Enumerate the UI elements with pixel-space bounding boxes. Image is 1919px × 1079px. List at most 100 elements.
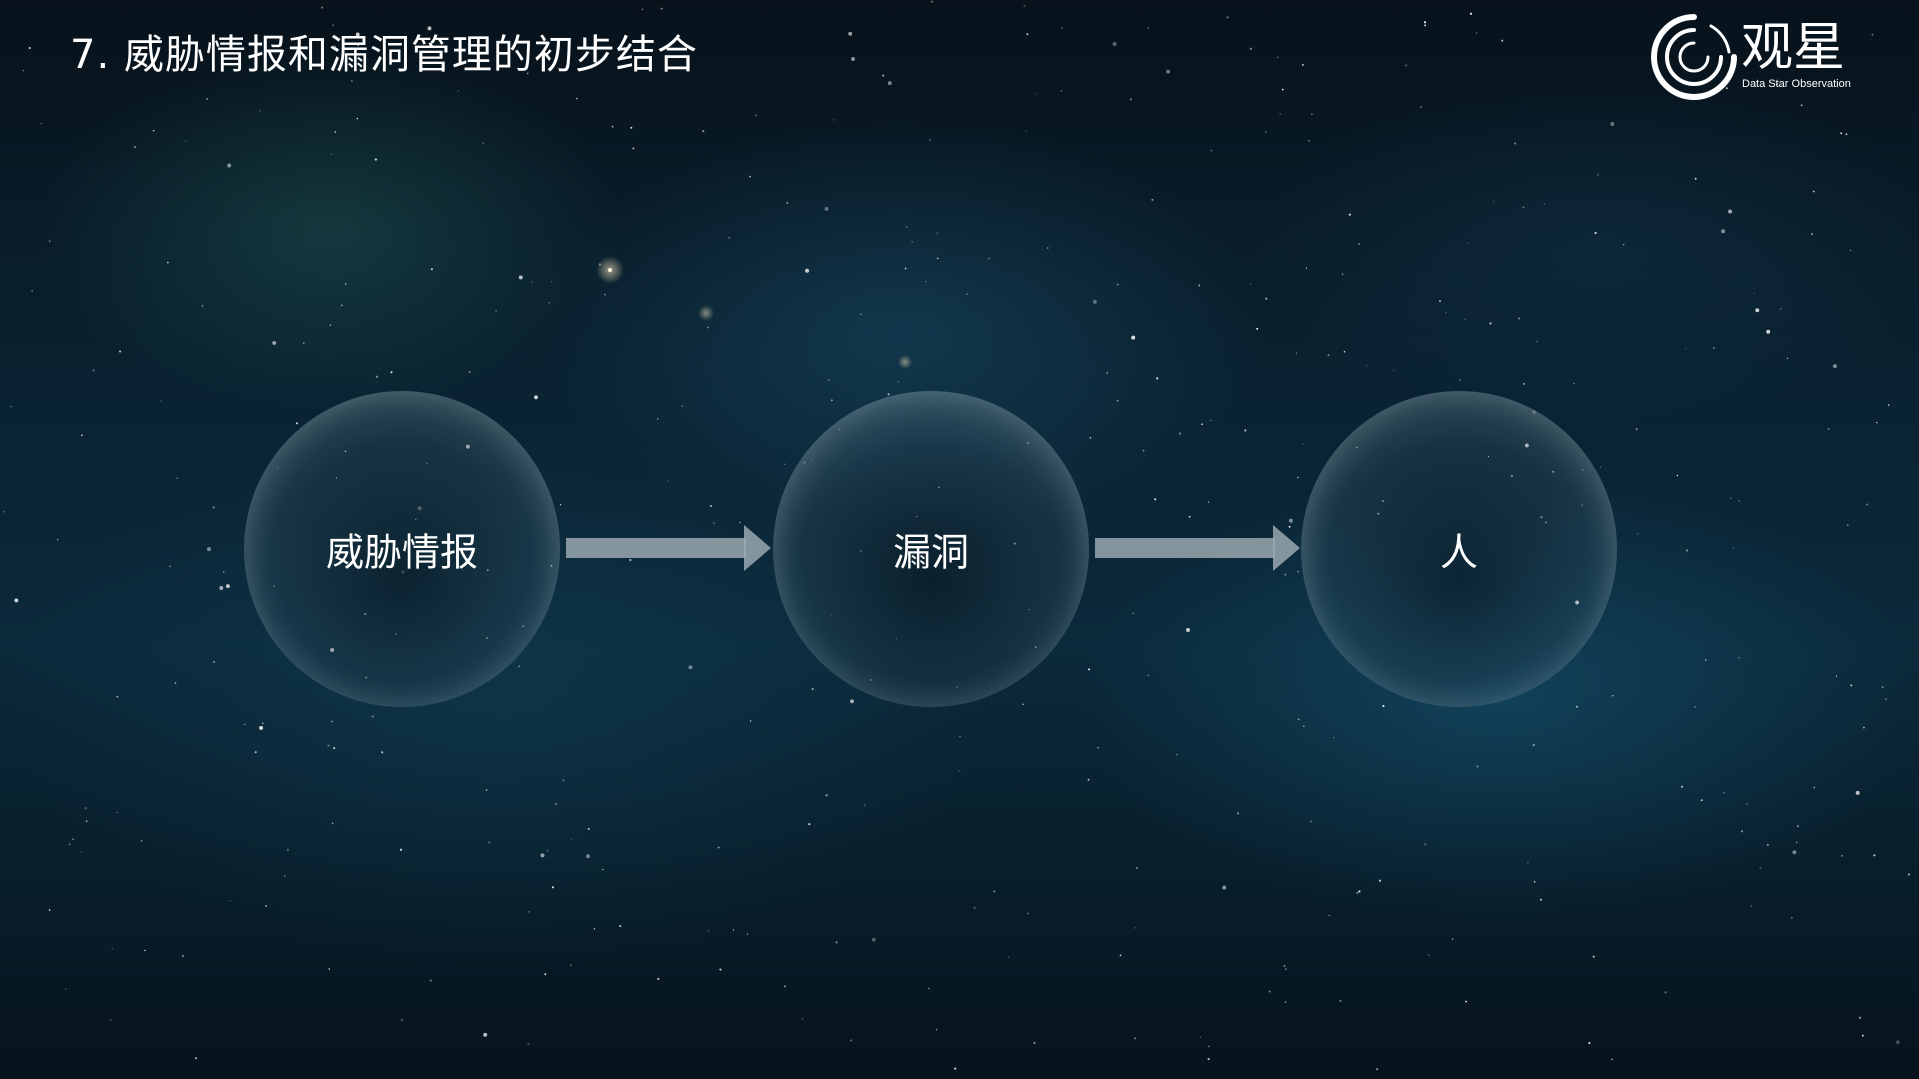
star: [1156, 377, 1159, 380]
star: [399, 848, 403, 851]
star: [1198, 284, 1201, 287]
star: [707, 930, 710, 932]
star: [259, 109, 261, 112]
star: [958, 770, 960, 772]
star: [1439, 300, 1441, 303]
star: [1469, 12, 1473, 15]
star: [14, 598, 19, 603]
star: [330, 720, 333, 723]
star: [1376, 1068, 1379, 1071]
star: [1327, 354, 1330, 357]
star: [1119, 954, 1122, 957]
star: [1527, 861, 1529, 864]
star: [144, 949, 146, 952]
star: [882, 74, 885, 77]
star: [381, 751, 384, 754]
star: [1465, 1000, 1468, 1003]
star: [1517, 317, 1521, 320]
star: [681, 405, 684, 407]
star: [1800, 104, 1803, 107]
star: [56, 538, 59, 541]
star: [1116, 399, 1119, 402]
star: [1288, 525, 1291, 528]
star: [630, 126, 633, 129]
star: [710, 504, 712, 507]
star: [887, 81, 892, 86]
star: [1358, 243, 1360, 245]
star: [1007, 956, 1010, 959]
star: [1333, 736, 1335, 739]
star: [935, 1028, 938, 1031]
star: [833, 119, 835, 121]
star: [688, 665, 693, 670]
star: [755, 114, 757, 117]
star: [801, 1017, 804, 1020]
star: [1576, 705, 1579, 708]
star: [1871, 33, 1874, 36]
star: [527, 1042, 530, 1045]
star: [1116, 283, 1119, 286]
star: [31, 290, 33, 292]
star: [1129, 98, 1132, 101]
star: [1888, 404, 1890, 406]
star: [272, 340, 277, 345]
star: [987, 257, 991, 260]
star: [1178, 432, 1182, 435]
star: [1283, 965, 1286, 967]
star: [707, 326, 709, 329]
star: [544, 973, 547, 976]
star: [1328, 914, 1330, 917]
star: [835, 941, 838, 944]
star: [928, 987, 930, 990]
star: [702, 129, 705, 133]
star: [1249, 283, 1252, 285]
star: [1378, 879, 1382, 882]
star: [80, 851, 83, 853]
star: [1135, 867, 1138, 870]
star: [1863, 726, 1865, 729]
star: [850, 1039, 853, 1042]
star: [1188, 515, 1191, 518]
star: [321, 6, 324, 9]
star: [1779, 307, 1782, 310]
star: [429, 979, 432, 982]
star: [1827, 428, 1830, 431]
star: [222, 571, 225, 573]
star: [1755, 308, 1760, 313]
star: [1089, 437, 1092, 439]
swirl-logo-icon: [1651, 14, 1737, 100]
star: [92, 369, 95, 372]
star: [182, 955, 184, 957]
star: [1792, 850, 1797, 855]
star: [1501, 39, 1504, 42]
star: [1264, 131, 1267, 133]
star: [166, 261, 169, 264]
star: [1476, 765, 1479, 768]
star: [973, 906, 976, 909]
star: [1297, 718, 1300, 721]
star: [328, 968, 330, 970]
star: [1256, 327, 1259, 330]
star: [551, 886, 554, 889]
star: [825, 794, 828, 797]
star: [213, 660, 216, 663]
star: [656, 417, 659, 420]
brand-logo: 观星 Data Star Observation: [1649, 12, 1859, 104]
star: [518, 275, 523, 280]
star: [219, 586, 224, 590]
star: [871, 937, 876, 942]
star: [28, 46, 31, 50]
star: [1279, 113, 1281, 115]
star: [265, 904, 268, 907]
star: [207, 547, 211, 552]
star: [1302, 443, 1304, 445]
star: [84, 807, 87, 810]
star: [1348, 213, 1351, 216]
brand-name: 观星: [1741, 18, 1846, 78]
star: [72, 838, 74, 840]
star: [356, 117, 359, 120]
star: [1493, 200, 1495, 203]
star: [140, 840, 143, 842]
star: [1786, 357, 1788, 360]
star: [485, 789, 488, 791]
